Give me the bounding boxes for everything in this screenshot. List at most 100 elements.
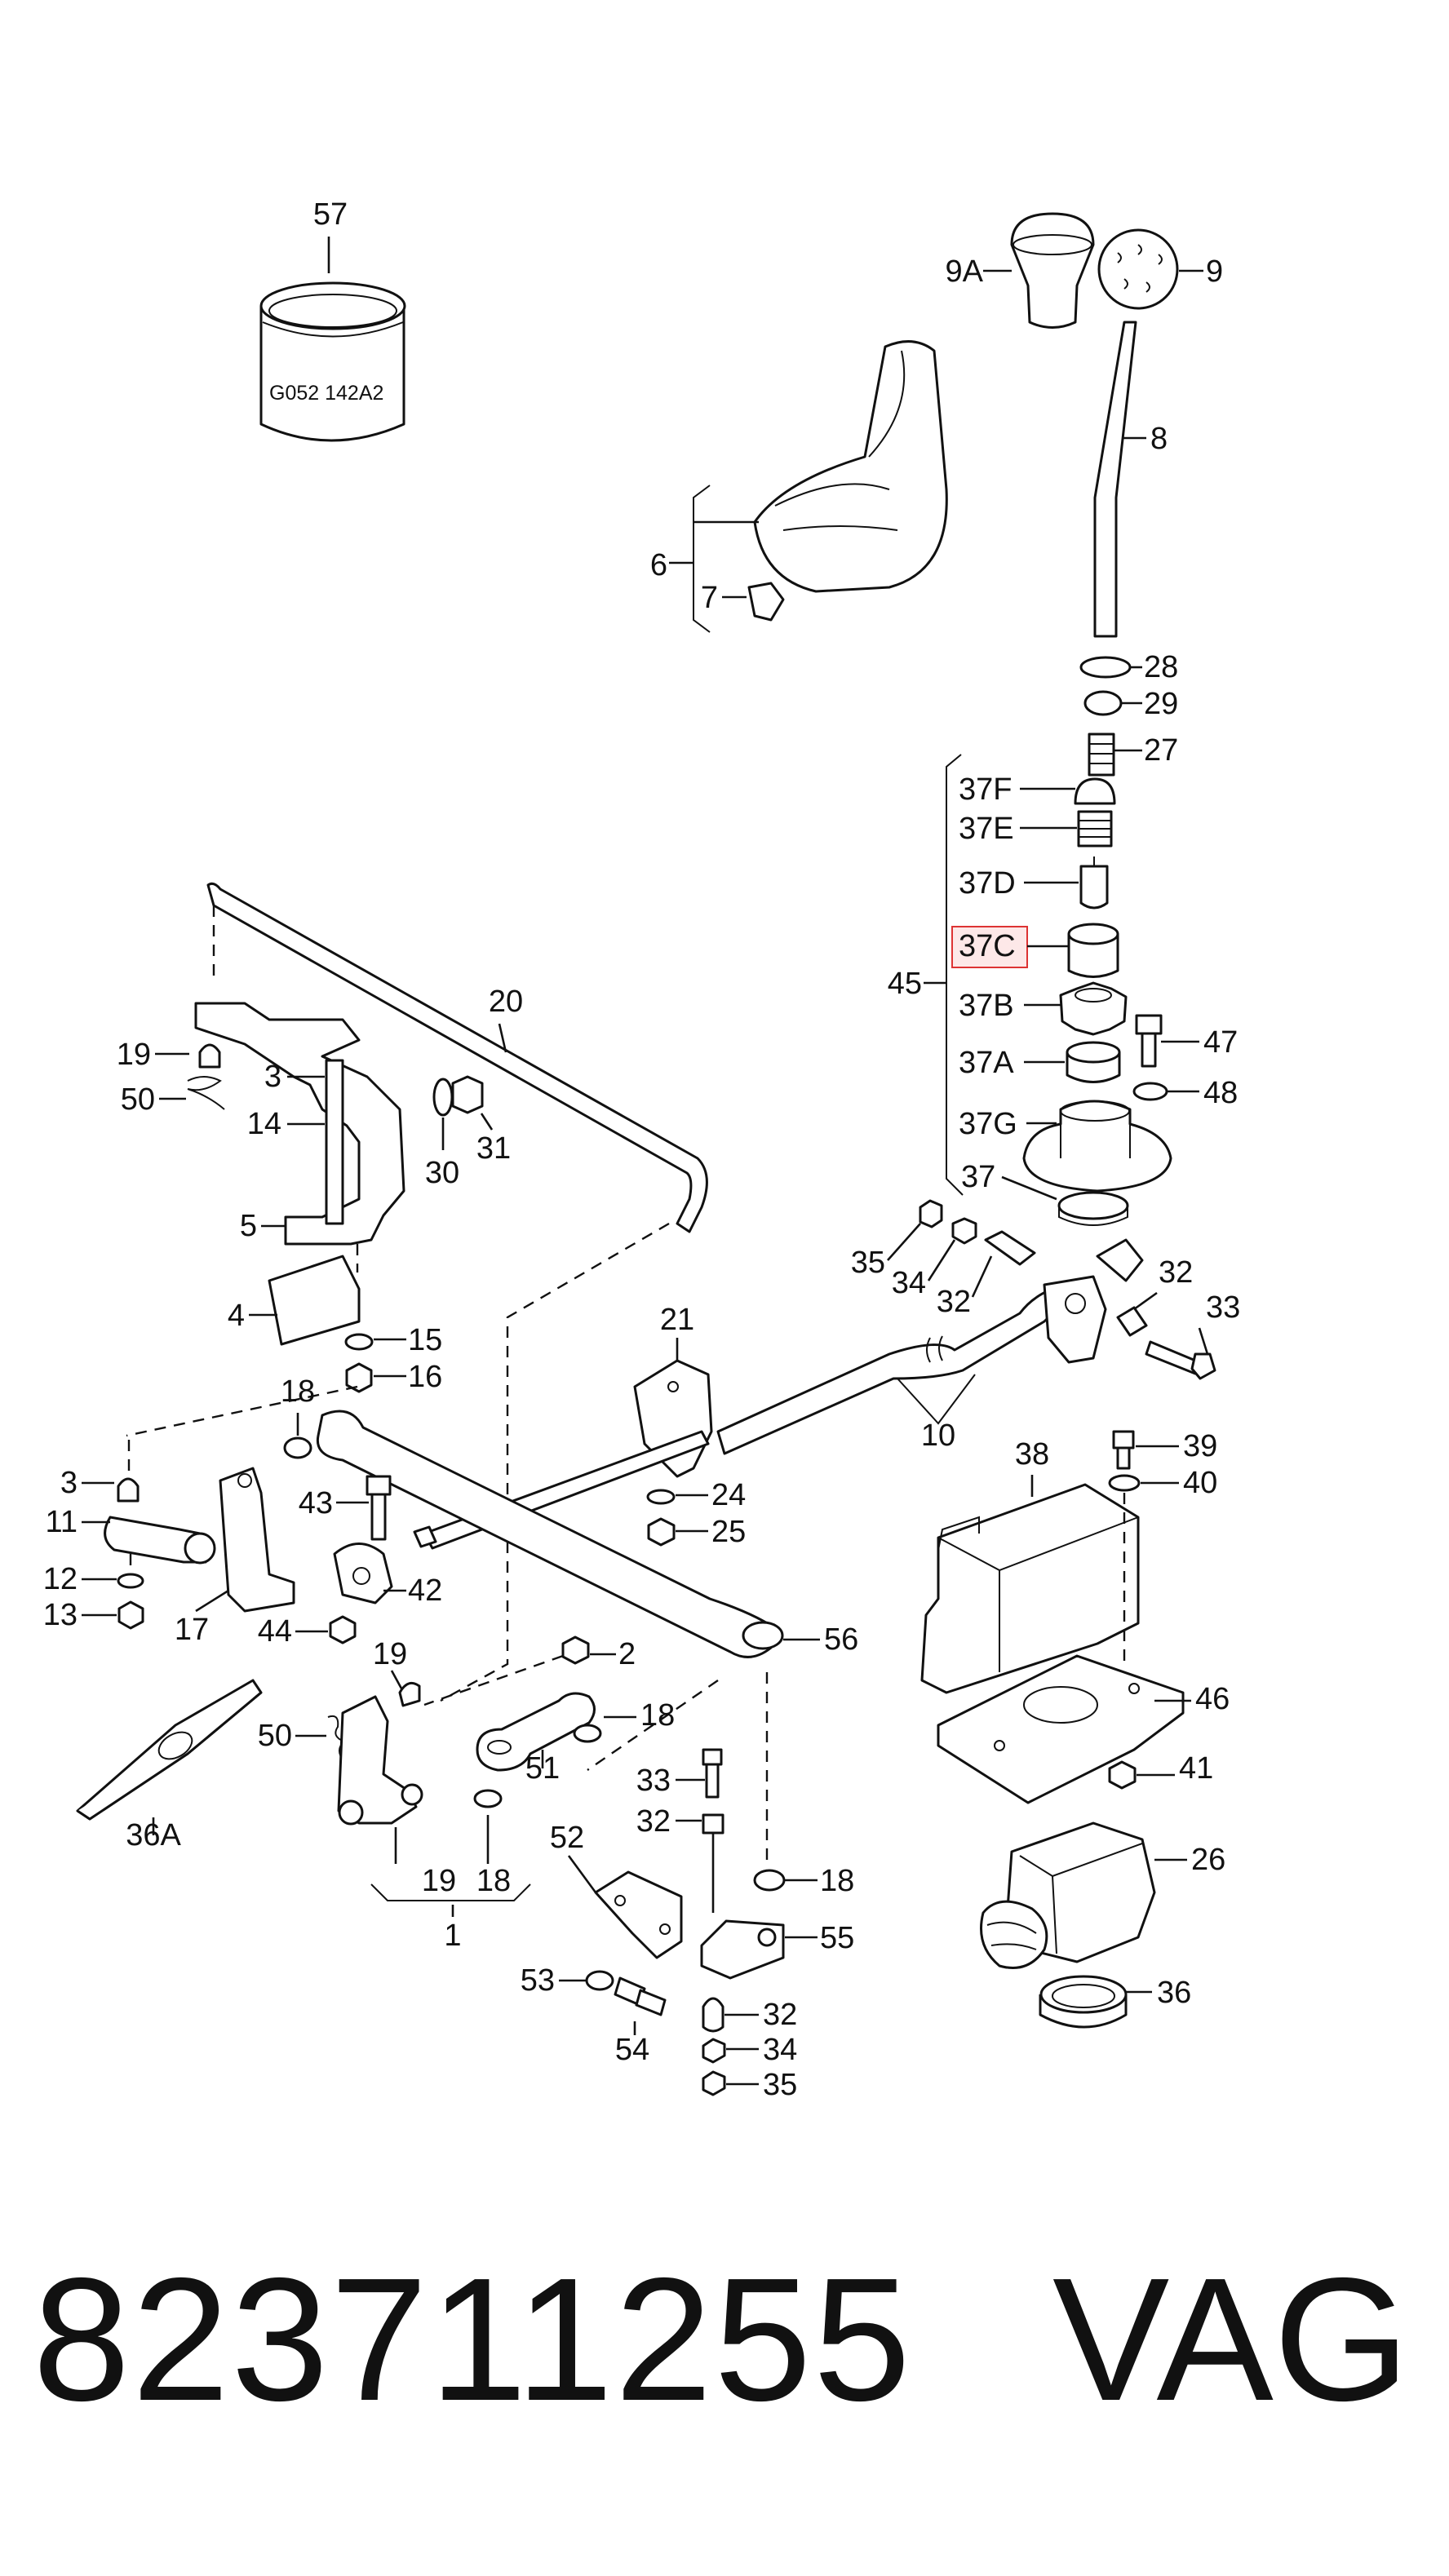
callout-c19c: 19 xyxy=(422,1864,456,1898)
callout-c37A: 37A xyxy=(959,1046,1014,1080)
part-36A-plate xyxy=(76,1679,263,1835)
callout-c7: 7 xyxy=(701,581,718,615)
part-31-nut xyxy=(451,1075,494,1131)
part-36-ring xyxy=(1039,1975,1152,2029)
callout-c37: 37 xyxy=(961,1160,995,1194)
callout-c45: 45 xyxy=(888,967,922,1001)
bracket-1 xyxy=(370,1883,531,1901)
part-43-bolt xyxy=(336,1475,392,1541)
part-32-cap-a xyxy=(971,1230,1036,1298)
callout-c55: 55 xyxy=(820,1921,854,1955)
callout-c4: 4 xyxy=(228,1299,245,1333)
part-51-link xyxy=(476,1692,596,1772)
part-53-washer xyxy=(559,1970,614,1991)
callout-c37E: 37E xyxy=(959,812,1014,846)
part-48-washer xyxy=(1132,1082,1199,1101)
part-17-lever xyxy=(195,1467,295,1613)
callout-c48: 48 xyxy=(1203,1076,1238,1110)
part-3-bushing-b xyxy=(82,1440,140,1503)
part-25-nut xyxy=(647,1517,708,1547)
callout-c14: 14 xyxy=(247,1107,281,1141)
part-32-cap-d xyxy=(702,1997,759,2033)
part-7-clip xyxy=(722,582,785,622)
callout-c53: 53 xyxy=(521,1963,555,1998)
part-37G-housing xyxy=(1022,1100,1172,1193)
callout-c51: 51 xyxy=(525,1751,560,1786)
callout-c36: 36 xyxy=(1157,1976,1191,2010)
part-1-bracket xyxy=(337,1695,423,1826)
callout-c36A: 36A xyxy=(126,1818,181,1852)
callout-c1: 1 xyxy=(444,1919,461,1953)
callout-c28: 28 xyxy=(1144,650,1178,684)
callout-c18a: 18 xyxy=(281,1374,315,1409)
part-19-bump-b xyxy=(390,1670,421,1707)
part-9-ball-knob xyxy=(1097,228,1203,310)
callout-c15: 15 xyxy=(408,1323,442,1357)
callout-c43: 43 xyxy=(299,1486,333,1520)
part-15-washer xyxy=(344,1333,406,1351)
callout-c18c: 18 xyxy=(820,1864,854,1898)
callout-c12: 12 xyxy=(43,1562,78,1596)
assembly-line-3 xyxy=(423,1654,564,1706)
callout-c32c: 32 xyxy=(636,1804,671,1839)
part-34-washer-a xyxy=(927,1217,977,1281)
part-56-linkage-rod xyxy=(316,1410,820,1658)
callout-c26: 26 xyxy=(1191,1843,1225,1877)
callout-c31: 31 xyxy=(476,1131,511,1166)
part-33-bolt-a xyxy=(1145,1327,1216,1380)
part-47-bolt xyxy=(1135,1014,1199,1068)
part-18-washer-a xyxy=(283,1413,312,1459)
part-50-spring-b xyxy=(295,1715,346,1763)
part-35-nut-a xyxy=(887,1199,943,1261)
part-39-bolt xyxy=(1112,1430,1179,1470)
callout-c5: 5 xyxy=(240,1209,257,1243)
callout-c32b: 32 xyxy=(1159,1255,1193,1290)
part-37B-star xyxy=(1024,981,1128,1036)
part-55-clamp xyxy=(700,1919,818,1980)
part-54-bolt xyxy=(614,1976,667,2035)
part-37C-highlight xyxy=(951,926,1028,968)
callout-c6: 6 xyxy=(650,548,667,582)
callout-c32d: 32 xyxy=(763,1998,797,2032)
part-number: 823711255 xyxy=(33,2241,913,2437)
part-35-nut-b xyxy=(702,2070,759,2096)
callout-c30: 30 xyxy=(425,1156,459,1190)
part-37F xyxy=(1020,777,1116,805)
callout-c34a: 34 xyxy=(892,1266,926,1300)
part-34-washer-b xyxy=(702,2038,759,2064)
callout-c39: 39 xyxy=(1183,1429,1217,1463)
bracket-45 xyxy=(946,754,964,1196)
part-18-washer-b xyxy=(573,1715,636,1743)
callout-c13: 13 xyxy=(43,1598,78,1632)
callout-c47: 47 xyxy=(1203,1025,1238,1060)
callout-c17: 17 xyxy=(175,1613,209,1647)
callout-c18b: 18 xyxy=(640,1698,675,1733)
part-30-washer xyxy=(432,1078,454,1150)
part-2-nut xyxy=(561,1635,616,1665)
callout-c37B: 37B xyxy=(959,989,1014,1023)
callout-c9: 9 xyxy=(1206,255,1223,289)
part-29-bush xyxy=(1083,690,1142,716)
part-20-shift-rod xyxy=(206,882,708,1233)
callout-c2: 2 xyxy=(618,1637,636,1671)
part-33-bolt-b xyxy=(676,1748,723,1799)
callout-c34b: 34 xyxy=(763,2033,797,2067)
callout-c37G: 37G xyxy=(959,1107,1017,1141)
part-6-gear-boot xyxy=(669,340,948,633)
callout-c35b: 35 xyxy=(763,2068,797,2102)
callout-c44: 44 xyxy=(258,1614,292,1649)
callout-c56: 56 xyxy=(824,1622,858,1657)
callout-c54: 54 xyxy=(615,2033,649,2067)
part-14-bracket xyxy=(194,1002,405,1246)
part-16-nut xyxy=(345,1362,406,1393)
callout-c32a: 32 xyxy=(937,1285,971,1319)
part-46-base-plate xyxy=(937,1654,1191,1804)
callout-c38: 38 xyxy=(1015,1437,1049,1472)
part-10-selector-rod xyxy=(716,1238,1144,1455)
callout-c37F: 37F xyxy=(959,772,1012,807)
callout-c50a: 50 xyxy=(121,1082,155,1117)
callout-c3a: 3 xyxy=(264,1060,281,1094)
part-4-plate xyxy=(249,1244,361,1346)
callout-c10: 10 xyxy=(921,1419,955,1453)
